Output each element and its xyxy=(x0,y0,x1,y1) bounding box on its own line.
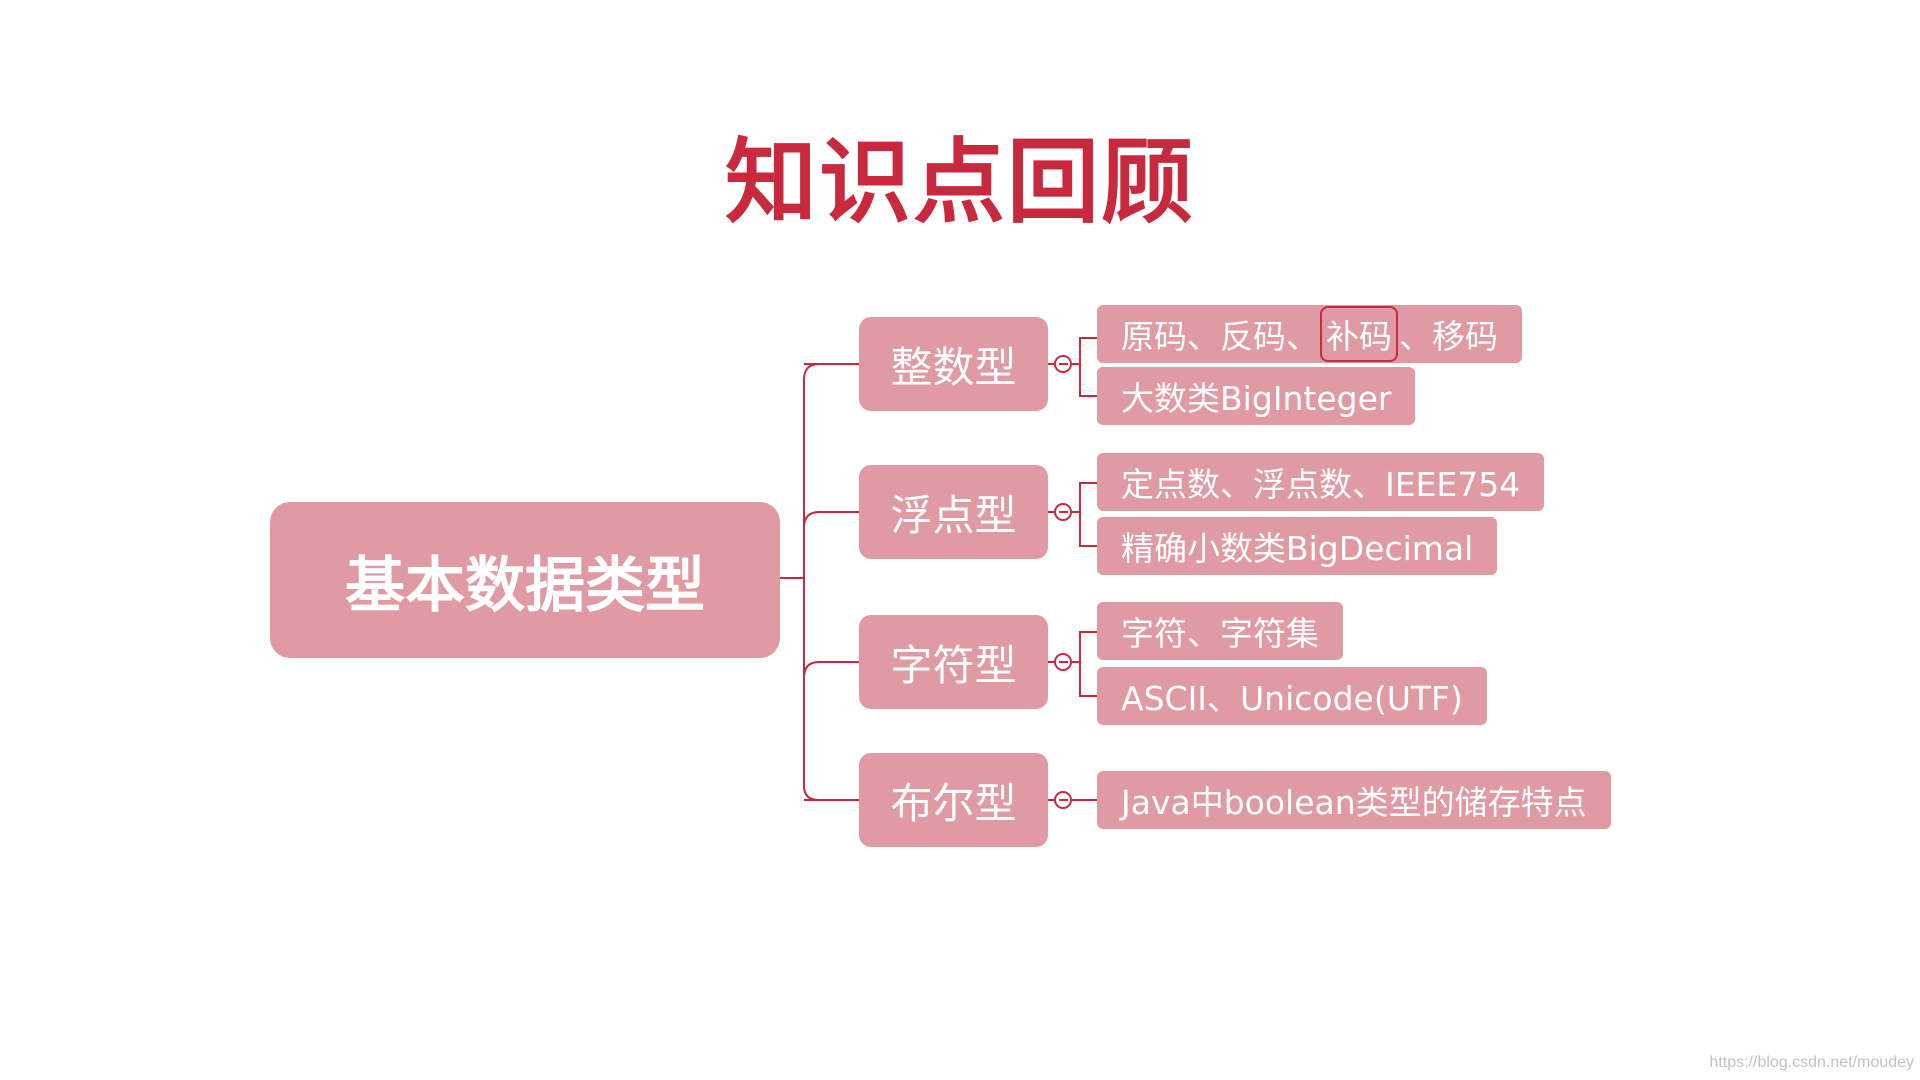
leaf-text: ASCII、Unicode(UTF) xyxy=(1121,679,1463,718)
leaf-text: 大数类BigInteger xyxy=(1121,379,1392,418)
collapse-icon[interactable] xyxy=(1054,355,1072,373)
branch-node-float[interactable]: 浮点型 xyxy=(859,465,1048,559)
leaf-text: 精确小数类BigDecimal xyxy=(1121,529,1474,568)
leaf-node[interactable]: ASCII、Unicode(UTF) xyxy=(1097,667,1487,725)
leaf-node[interactable]: 精确小数类BigDecimal xyxy=(1097,517,1498,575)
leaf-node[interactable]: 定点数、浮点数、IEEE754 xyxy=(1097,453,1545,511)
branch-node-boolean[interactable]: 布尔型 xyxy=(859,753,1048,847)
branch-label: 布尔型 xyxy=(890,778,1017,828)
leaf-text: Java中boolean类型的储存特点 xyxy=(1121,783,1587,822)
leaf-node[interactable]: 大数类BigInteger xyxy=(1097,367,1416,425)
leaf-node[interactable]: 字符、字符集 xyxy=(1097,602,1343,660)
leaf-text: 、移码 xyxy=(1399,317,1498,356)
watermark: https://blog.csdn.net/moudey xyxy=(1709,1054,1914,1071)
leaf-text: 原码、反码、 xyxy=(1121,317,1319,356)
collapse-icon[interactable] xyxy=(1054,653,1072,671)
leaf-text: 定点数、浮点数、IEEE754 xyxy=(1121,465,1521,504)
root-node-label: 基本数据类型 xyxy=(345,550,705,621)
leaf-node[interactable]: 原码、反码、补码、移码 xyxy=(1097,305,1522,363)
leaf-text: 字符、字符集 xyxy=(1121,614,1319,653)
branch-label: 浮点型 xyxy=(890,490,1017,540)
leaf-node[interactable]: Java中boolean类型的储存特点 xyxy=(1097,771,1611,829)
root-node[interactable]: 基本数据类型 xyxy=(270,502,780,658)
branch-label: 整数型 xyxy=(890,342,1017,392)
branch-node-integer[interactable]: 整数型 xyxy=(859,317,1048,411)
collapse-icon[interactable] xyxy=(1054,503,1072,521)
collapse-icon[interactable] xyxy=(1054,791,1072,809)
branch-label: 字符型 xyxy=(890,640,1017,690)
page-title: 知识点回顾 xyxy=(724,129,1195,236)
highlighted-term: 补码 xyxy=(1320,306,1398,362)
branch-node-char[interactable]: 字符型 xyxy=(859,615,1048,709)
